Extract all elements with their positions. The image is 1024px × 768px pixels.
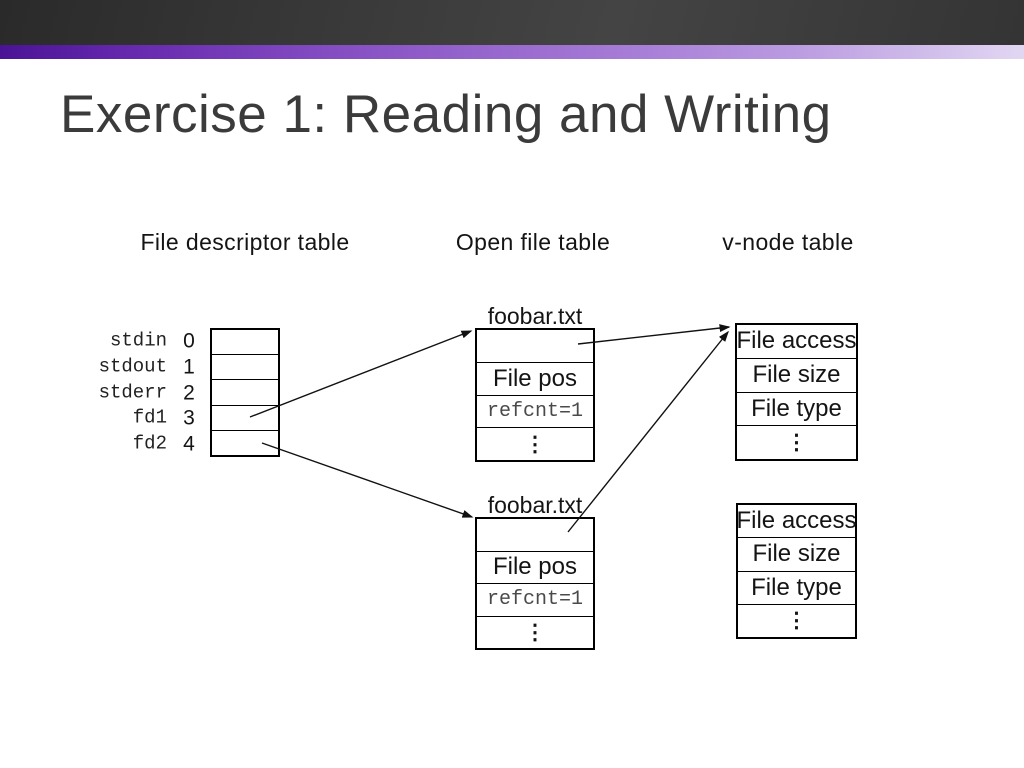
open-1-file-pos-cell: File pos [477, 361, 593, 395]
fd-row-label-fd2: fd2 [132, 432, 167, 455]
vnode-table-1: File access File size File type ⋮ [735, 323, 858, 461]
fd-row-index-1: 1 [183, 355, 195, 379]
column-header-open-file-table: Open file table [455, 229, 611, 255]
open-1-ellipsis-cell: ⋮ [477, 427, 593, 460]
vnode-1-file-access-cell: File access [736, 327, 857, 355]
vnode-table-2: File access File size File type ⋮ [736, 503, 857, 639]
fd-cell-1 [212, 354, 278, 379]
fd-row-index-0: 0 [183, 329, 195, 353]
vnode-2-file-access-cell: File access [736, 507, 857, 535]
open-1-pointer-cell [477, 330, 593, 362]
fd-row-label-fd1: fd1 [132, 406, 167, 429]
arrow-fd1-to-open-table-1 [249, 330, 473, 418]
slide-title: Exercise 1: Reading and Writing [60, 85, 832, 144]
open-2-refcnt-cell: refcnt=1 [477, 583, 593, 616]
vnode-1-file-size-cell: File size [737, 357, 856, 392]
fd-row-label-stdin: stdin [109, 329, 167, 352]
fd-cell-0 [212, 330, 278, 354]
fd-table [210, 328, 280, 457]
fd-row-label-stderr: stderr [98, 381, 167, 404]
fd-row-label-stdout: stdout [98, 355, 167, 378]
vnode-2-ellipsis-cell: ⋮ [738, 603, 855, 637]
column-header-fd-table: File descriptor table [140, 229, 350, 255]
vnode-1-ellipsis-cell: ⋮ [737, 425, 856, 459]
vnode-2-file-size-cell: File size [738, 537, 855, 570]
fd-cell-3 [212, 404, 278, 430]
vnode-1-file-type-cell: File type [737, 391, 856, 426]
vnode-2-file-type-cell: File type [738, 570, 855, 604]
open-1-refcnt-cell: refcnt=1 [477, 394, 593, 428]
open-2-pointer-cell [477, 519, 593, 551]
open-2-file-pos-cell: File pos [477, 550, 593, 584]
open-file-table-1-caption: foobar.txt [487, 303, 583, 329]
fd-cell-2 [212, 379, 278, 404]
arrow-fd2-to-open-table-2 [261, 442, 474, 518]
column-header-vnode-table: v-node table [722, 229, 854, 255]
open-file-table-2: File pos refcnt=1 ⋮ [475, 517, 595, 650]
open-file-table-1: File pos refcnt=1 ⋮ [475, 328, 595, 462]
header-bar [0, 0, 1024, 45]
accent-stripe [0, 45, 1024, 59]
open-file-table-2-caption: foobar.txt [487, 492, 583, 518]
arrow-open-table-1-to-vnode-1 [577, 324, 731, 345]
fd-cell-4 [212, 429, 278, 455]
fd-row-index-4: 4 [183, 432, 195, 456]
open-2-ellipsis-cell: ⋮ [477, 615, 593, 649]
fd-row-index-3: 3 [183, 406, 195, 430]
fd-row-index-2: 2 [183, 381, 195, 405]
